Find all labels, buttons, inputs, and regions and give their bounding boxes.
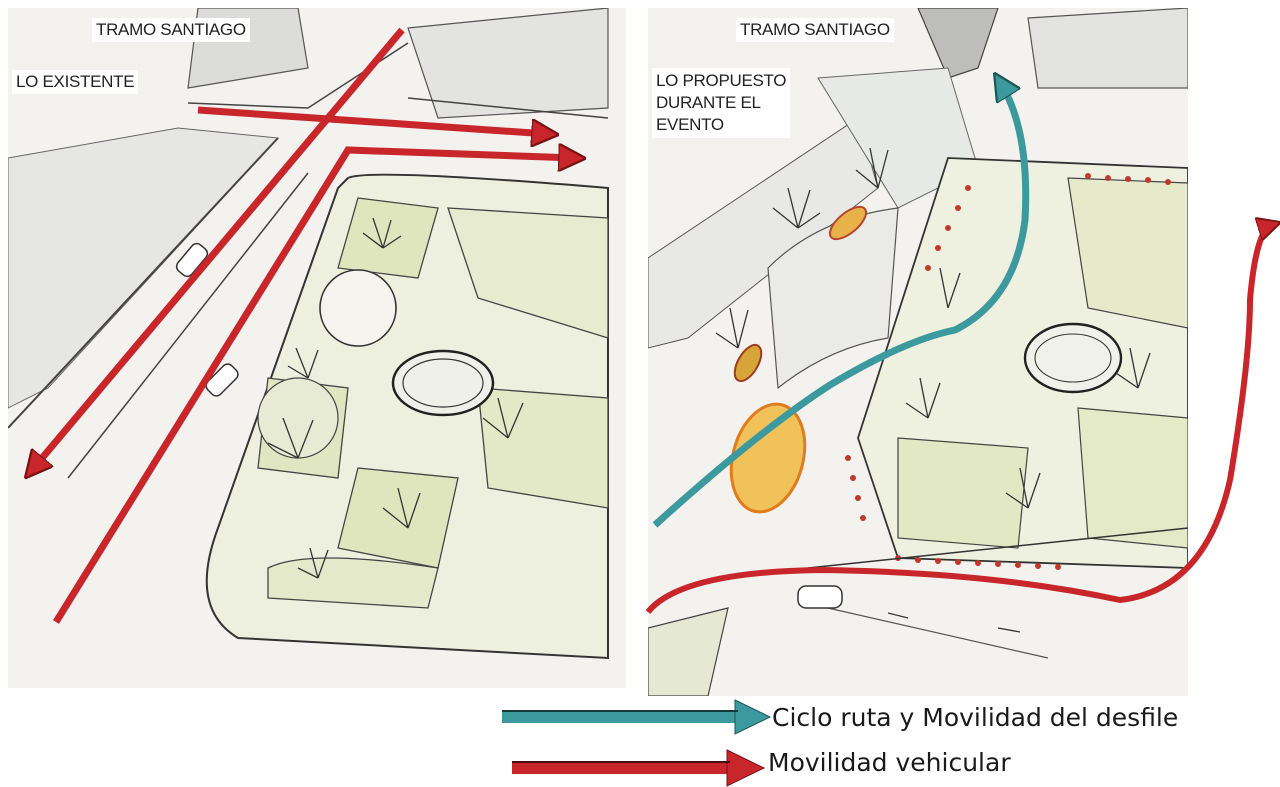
sketch-proposed: TRAMO SANTIAGO LO PROPUESTO DURANTE EL E… — [648, 8, 1188, 696]
right-title: TRAMO SANTIAGO — [736, 18, 894, 42]
right-subtitle-line-1: LO PROPUESTO — [656, 71, 787, 90]
sketch-existing-drawing — [8, 8, 609, 660]
right-subtitle-line-3: EVENTO — [656, 115, 724, 134]
right-subtitle-line-2: DURANTE EL — [656, 93, 761, 112]
legend-icons — [502, 699, 772, 787]
right-subtitle: LO PROPUESTO DURANTE EL EVENTO — [652, 68, 791, 138]
left-subtitle: LO EXISTENTE — [12, 70, 139, 94]
left-title: TRAMO SANTIAGO — [92, 18, 250, 42]
legend-label-bike: Ciclo ruta y Movilidad del desfile — [772, 703, 1179, 732]
legend-label-vehicle: Movilidad vehicular — [768, 748, 1011, 777]
sketch-existing: TRAMO SANTIAGO LO EXISTENTE — [8, 8, 626, 688]
